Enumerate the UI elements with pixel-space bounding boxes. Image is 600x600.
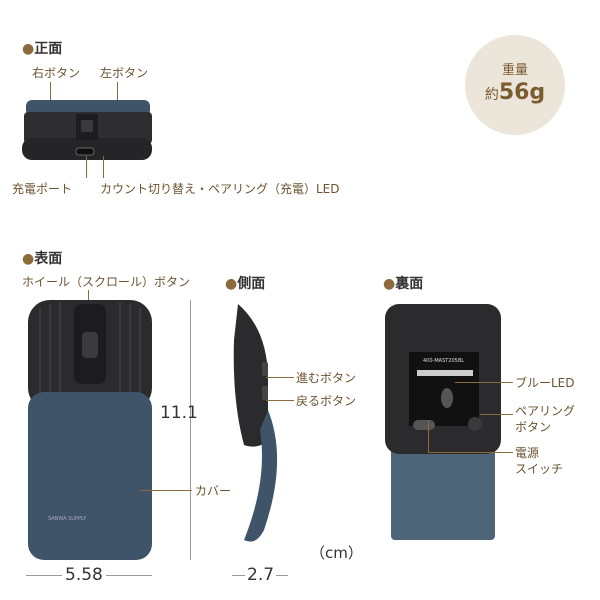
front-mouse-image: [22, 100, 152, 160]
leader-line: [50, 82, 51, 112]
height-dimension-line: [190, 300, 191, 560]
weight-badge: 重量 約56g: [465, 35, 565, 135]
top-mouse-image: SANWA SUPPLY: [28, 300, 152, 560]
leader-line: [86, 156, 87, 178]
power-label-2: スイッチ: [515, 462, 564, 476]
bullet-icon: ●: [383, 276, 396, 292]
leader-line: [117, 82, 118, 112]
leader-line: [428, 452, 513, 453]
leader-line: [428, 420, 429, 452]
front-title: 正面: [34, 41, 63, 57]
top-title: 表面: [34, 251, 63, 267]
right-button-label: 右ボタン: [32, 66, 81, 80]
bottom-section-title: ●裏面: [383, 273, 423, 293]
bottom-title: 裏面: [395, 276, 424, 292]
weight-label: 重量: [501, 63, 528, 78]
model-number: 400-MAST205BL: [423, 358, 464, 364]
leader-line: [140, 490, 192, 491]
leader-line: [103, 156, 104, 178]
back-button-label: 戻るボタン: [296, 394, 357, 408]
height-value: 11.1: [160, 403, 198, 423]
pairing-label-2: ボタン: [515, 420, 552, 434]
side-mouse-image: [233, 304, 278, 542]
side-title: 側面: [237, 276, 266, 292]
bullet-icon: ●: [225, 276, 238, 292]
weight-value: 56g: [498, 80, 546, 105]
wheel-label: ホイール（スクロール）ボタン: [22, 275, 191, 289]
brand-mark: SANWA SUPPLY: [48, 516, 87, 522]
bottom-mouse-image: 400-MAST205BL: [385, 304, 501, 540]
led-label: カウント切り替え・ペアリング（充電）LED: [100, 182, 340, 196]
leader-line: [455, 382, 513, 383]
forward-button-label: 進むボタン: [296, 371, 357, 385]
front-section-title: ●正面: [22, 38, 62, 58]
weight-prefix: 約: [484, 87, 499, 103]
blue-led-label: ブルーLED: [515, 376, 575, 390]
depth-value: 2.7: [245, 565, 277, 585]
pairing-label-1: ペアリング: [515, 404, 576, 418]
power-label-1: 電源: [515, 446, 540, 460]
bullet-icon: ●: [22, 41, 35, 57]
cover-label: カバー: [195, 484, 232, 498]
leader-line: [266, 400, 294, 401]
leader-line: [480, 414, 513, 415]
side-section-title: ●側面: [225, 273, 265, 293]
width-value: 5.58: [62, 565, 106, 585]
top-section-title: ●表面: [22, 248, 62, 268]
left-button-label: 左ボタン: [100, 66, 149, 80]
unit-label: （cm）: [310, 544, 363, 562]
leader-line: [266, 377, 294, 378]
charge-port-label: 充電ポート: [12, 182, 73, 196]
bullet-icon: ●: [22, 251, 35, 267]
